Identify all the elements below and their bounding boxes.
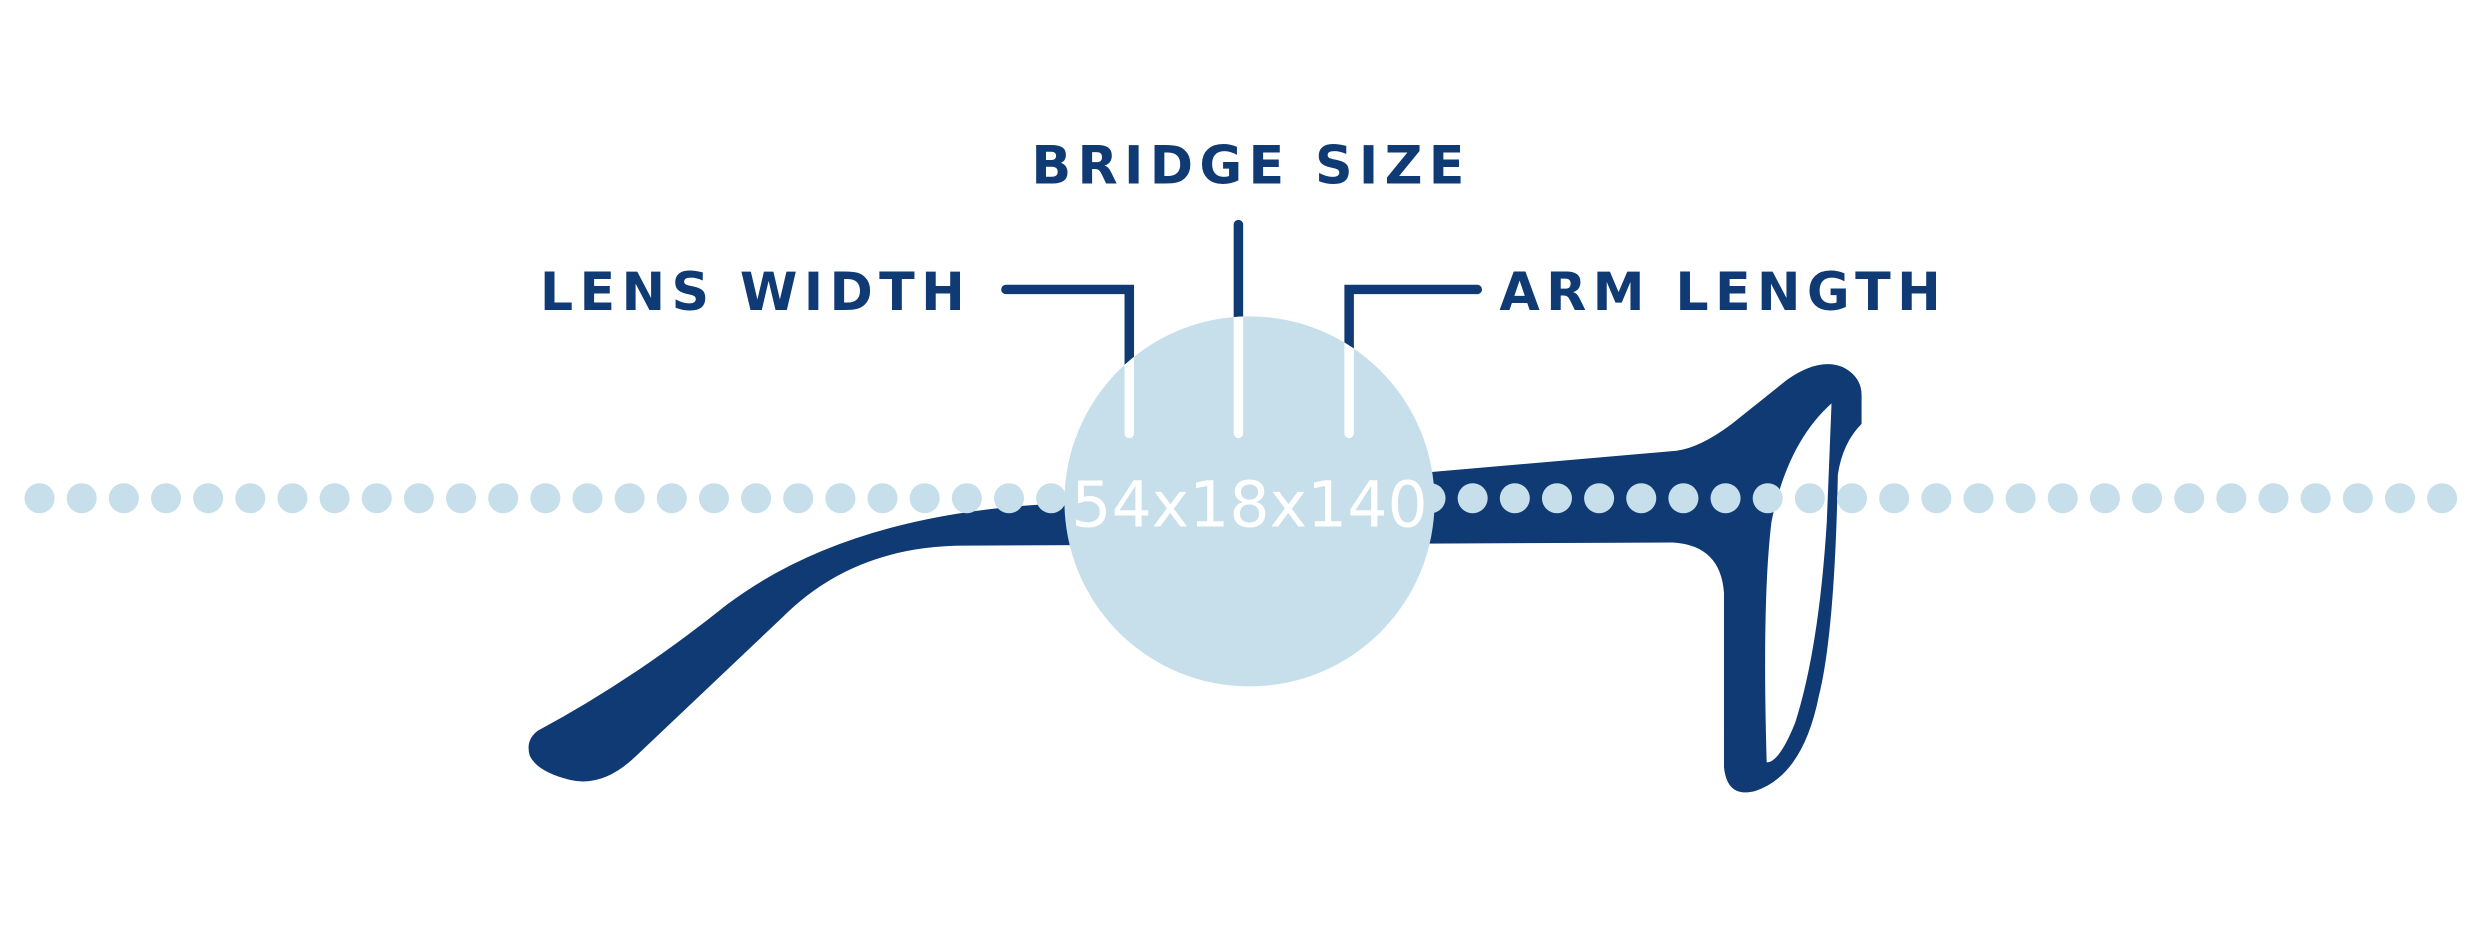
dot — [2216, 483, 2247, 514]
dot — [150, 483, 182, 514]
dot — [1036, 483, 1067, 514]
dot — [614, 483, 645, 514]
dot — [1710, 483, 1741, 514]
glasses-frame-icon — [528, 364, 1862, 793]
dot — [951, 483, 982, 514]
size-badge — [1064, 316, 1435, 687]
dot — [193, 483, 224, 514]
dot — [2258, 483, 2289, 514]
lens-width-label: LENS WIDTH — [540, 263, 971, 323]
dot — [2342, 483, 2373, 514]
dot — [1836, 483, 1868, 514]
dot — [2427, 483, 2458, 514]
dot — [235, 483, 266, 514]
dot — [1752, 483, 1783, 514]
dot — [2132, 483, 2163, 514]
dot — [741, 483, 772, 514]
dot — [1626, 483, 1657, 514]
dotted-line — [24, 483, 2458, 514]
dot — [66, 483, 97, 514]
arm-length-label: ARM LENGTH — [1499, 263, 1947, 323]
dot — [825, 483, 856, 514]
dot — [1457, 483, 1488, 514]
bridge-size-label: BRIDGE SIZE — [1031, 136, 1470, 196]
dot — [1794, 483, 1825, 514]
dot — [867, 483, 898, 514]
dot — [909, 483, 940, 514]
dot — [2047, 483, 2078, 514]
dot — [1668, 483, 1699, 514]
dot — [1921, 483, 1952, 514]
dot — [108, 483, 139, 514]
dot — [1963, 483, 1994, 514]
size-code: 54x18x140 — [1071, 468, 1428, 542]
dot — [319, 483, 350, 514]
dot — [783, 483, 814, 514]
dot — [277, 483, 308, 514]
dot — [656, 483, 687, 514]
dot — [1584, 483, 1615, 514]
dot — [403, 483, 434, 514]
dot — [361, 483, 392, 514]
dot — [2300, 483, 2331, 514]
dot — [1879, 483, 1910, 514]
dot — [1499, 483, 1530, 514]
dot — [446, 483, 477, 514]
dot — [2005, 483, 2036, 514]
dot — [1541, 483, 1572, 514]
dot — [2384, 483, 2415, 514]
dot — [698, 483, 729, 514]
dot — [993, 483, 1025, 514]
dot — [488, 483, 519, 514]
dot — [2089, 483, 2120, 514]
dot — [572, 483, 603, 514]
dot — [2174, 483, 2205, 514]
dot — [530, 483, 561, 514]
dot — [24, 483, 55, 514]
